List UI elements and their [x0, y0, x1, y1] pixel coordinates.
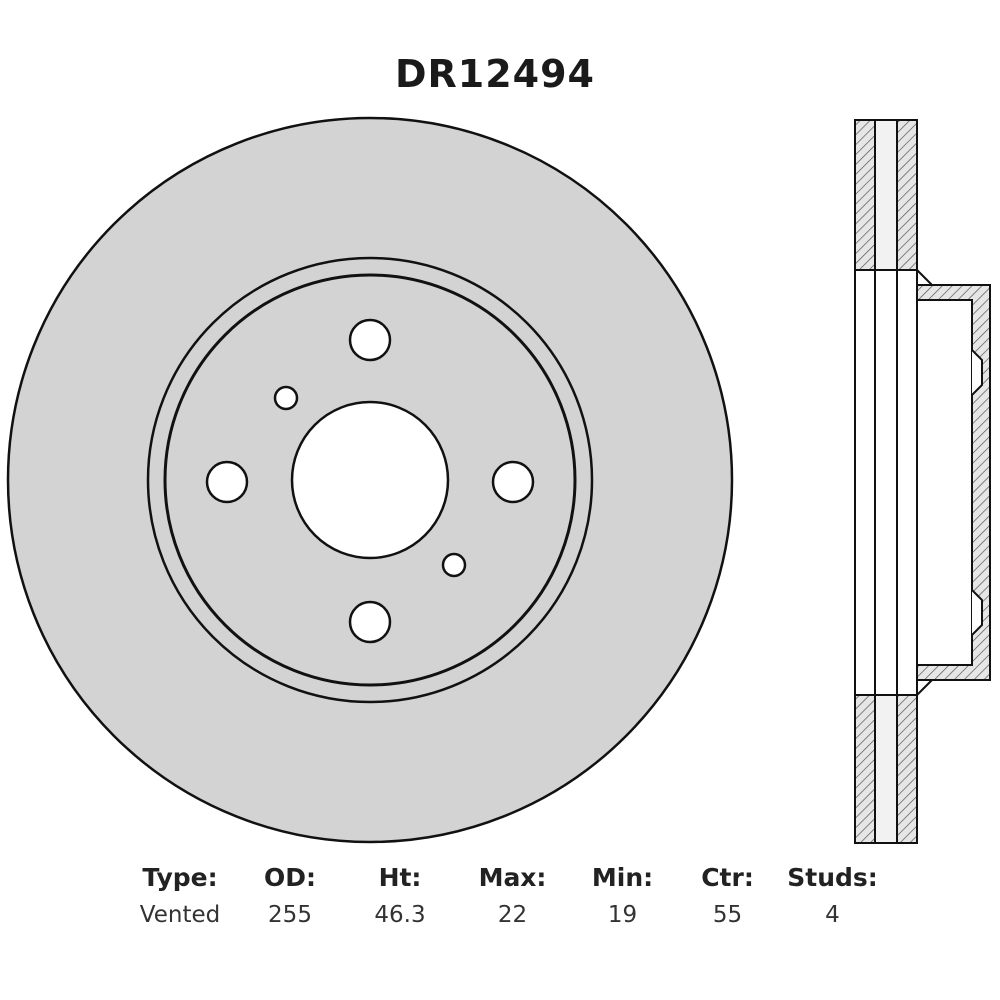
locator-hole-upper [273, 385, 299, 411]
spec-header-studs: Studs: [787, 862, 878, 892]
disc-web-middle [854, 269, 918, 696]
hat-wall [916, 284, 991, 681]
spec-header-max: Max: [478, 862, 547, 892]
spec-header-ctr: Ctr: [701, 862, 754, 892]
spec-header-od: OD: [263, 862, 316, 892]
stud-hole-bottom [348, 600, 392, 644]
lower-outer-face [854, 694, 876, 844]
lower-inner-face [896, 694, 918, 844]
spec-header-type: Type: [142, 862, 218, 892]
upper-vane [874, 119, 898, 271]
spec-value-ctr: 55 [712, 902, 743, 928]
stud-hole-right [491, 460, 535, 504]
brake-rotor-drawing [6, 116, 991, 844]
rotor-front-view [6, 116, 734, 844]
spec-header-min: Min: [591, 862, 654, 892]
spec-header-row: Type: OD: Ht: Max: Min: Ctr: Studs: [125, 858, 885, 896]
spec-value-max: 22 [497, 902, 528, 928]
stud-hole-left [205, 460, 249, 504]
spec-table: Type: OD: Ht: Max: Min: Ctr: Studs: Vent… [125, 858, 885, 934]
spec-value-studs: 4 [825, 902, 840, 928]
upper-outer-face [854, 119, 876, 271]
spec-value-row: Vented 255 46.3 22 19 55 4 [125, 896, 885, 934]
lower-vane [874, 694, 898, 844]
hat-inner-ring [163, 273, 577, 687]
spec-header-ht: Ht: [378, 862, 422, 892]
stud-hole-top [348, 318, 392, 362]
spec-value-od: 255 [268, 902, 312, 928]
upper-inner-face [896, 119, 918, 271]
hat-mount-notch-bottom [971, 589, 983, 636]
locator-hole-lower [441, 552, 467, 578]
spec-value-ht: 46.3 [374, 902, 426, 928]
part-number-title: DR12494 [394, 52, 595, 96]
spec-value-type: Vented [139, 902, 221, 928]
hat-mount-notch-top [971, 349, 983, 396]
spec-value-min: 19 [607, 902, 638, 928]
hat-outer-ring [146, 256, 594, 704]
center-bore [290, 400, 450, 560]
rotor-section-view [854, 119, 991, 844]
